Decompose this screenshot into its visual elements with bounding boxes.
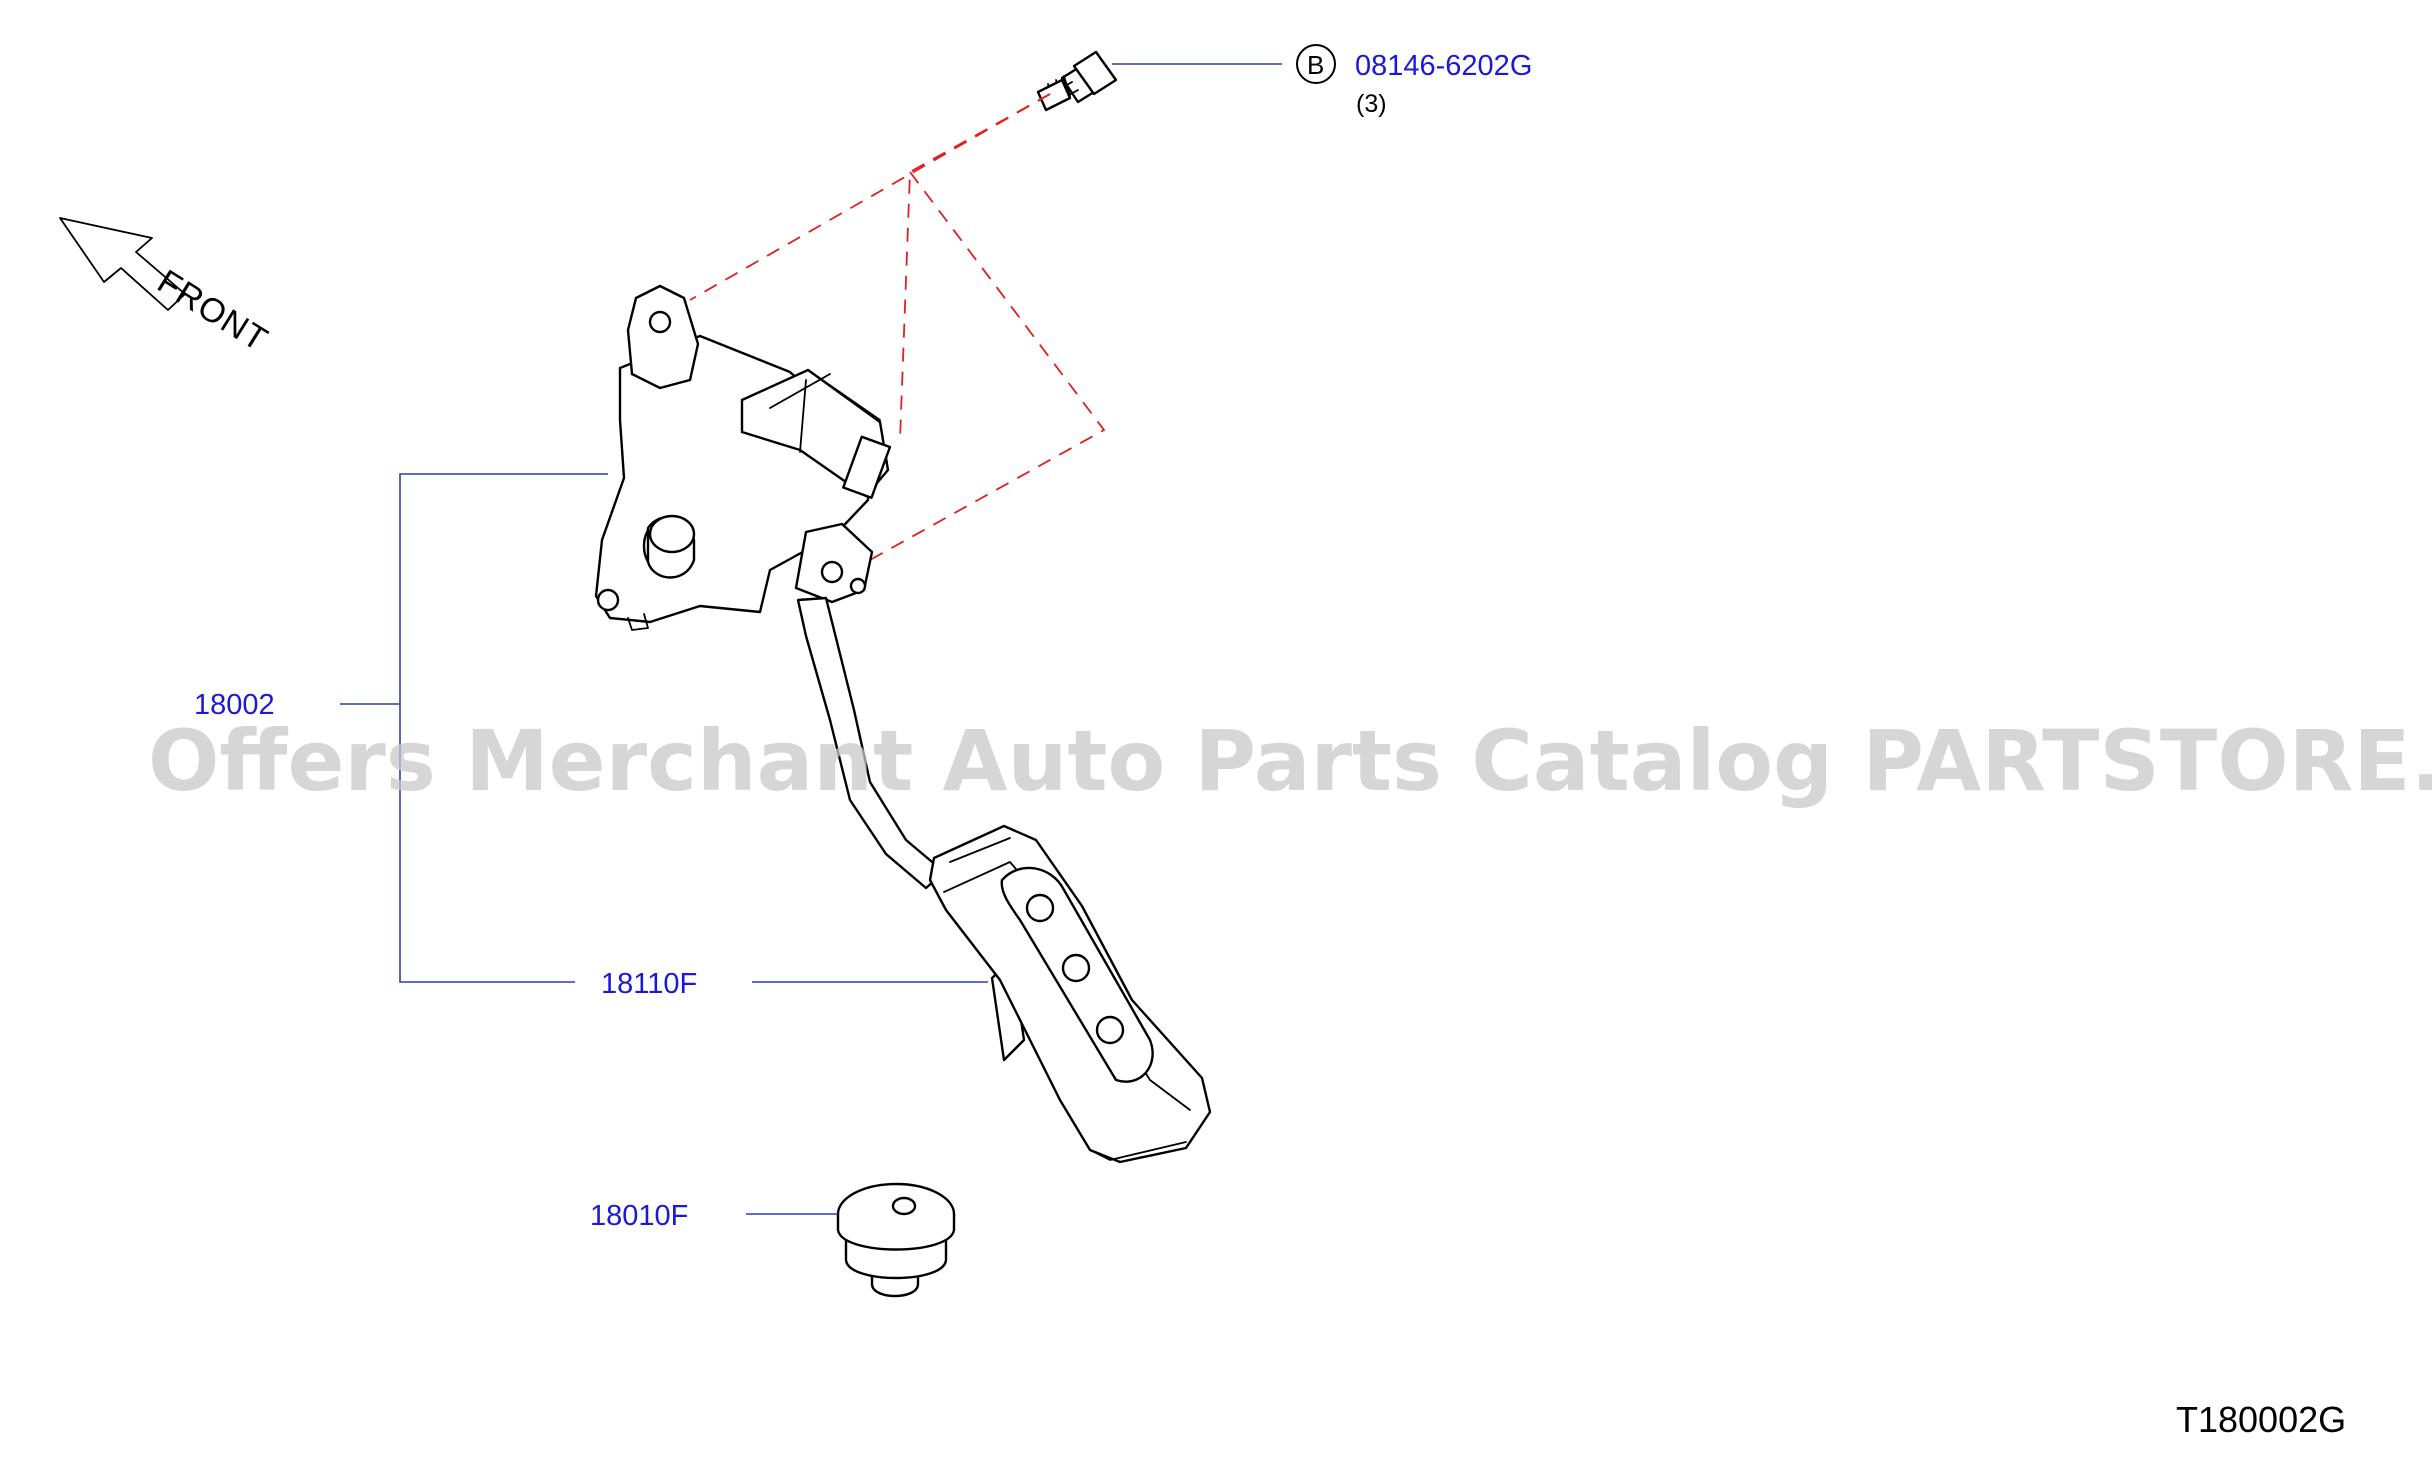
watermark-text: Offers Merchant Auto Parts Catalog PARTS… [148,712,2432,810]
bolt-icon[interactable] [1036,50,1118,112]
bolt-badge-letter: B [1307,50,1324,80]
assembly-bracket [340,473,988,1215]
front-label: FRONT [151,263,275,360]
pedal-pad-icon[interactable] [928,824,1212,1164]
pedal-stopper-icon[interactable] [836,1182,956,1298]
stopper-part-number[interactable]: 18010F [590,1200,688,1232]
assembly-part-number[interactable]: 18002 [194,689,275,721]
bolt-part-number[interactable]: 08146-6202G [1355,50,1532,82]
installation-guide-lines [689,93,1106,561]
diagram-id: T180002G [2176,1399,2346,1440]
bolt-badge [1296,44,1336,84]
bolt-quantity: (3) [1356,90,1387,118]
pad-part-number[interactable]: 18110F [601,968,697,1000]
front-arrow-icon [59,217,186,311]
